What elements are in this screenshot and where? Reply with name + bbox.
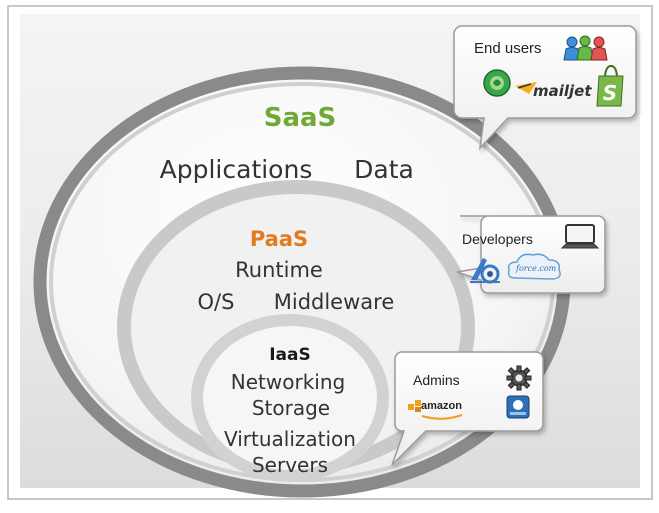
iaas-item-storage: Storage [251,396,331,420]
iaas-item-servers: Servers [251,453,328,477]
force-com-text: force.com [516,264,557,273]
shopify-icon: S [596,64,624,107]
paas-item-os: O/S [197,290,235,314]
mailjet-logo [515,82,537,94]
iaas-title: IaaS [269,345,311,365]
svg-text:S: S [603,81,617,105]
paas-title: PaaS [249,227,309,251]
users-group-icon [563,35,608,61]
amazon-text: amazon [421,400,462,412]
iaas-ring [191,314,389,482]
paas-item-middleware: Middleware [273,290,395,314]
iaas-item-networking: Networking [230,370,346,394]
evernote-icon [483,69,511,97]
heroku-ladder-icon [470,258,500,284]
storage-drive-icon [506,395,530,419]
admins-label: Admins [413,372,460,388]
saas-item-data: Data [354,155,414,184]
iaas-item-virtualization: Virtualization [224,427,356,451]
admins-callout [391,351,544,466]
saas-title: SaaS [263,103,337,133]
force-com-cloud-logo [507,253,561,280]
mailjet-text: mailjet [533,82,592,100]
paas-item-runtime: Runtime [235,258,323,282]
gear-icon [506,365,532,391]
laptop-icon [560,224,600,249]
saas-item-applications: Applications [159,155,313,184]
amazon-web-services-logo [408,400,463,420]
developers-label: Developers [462,231,533,247]
end-users-label: End users [474,40,542,57]
